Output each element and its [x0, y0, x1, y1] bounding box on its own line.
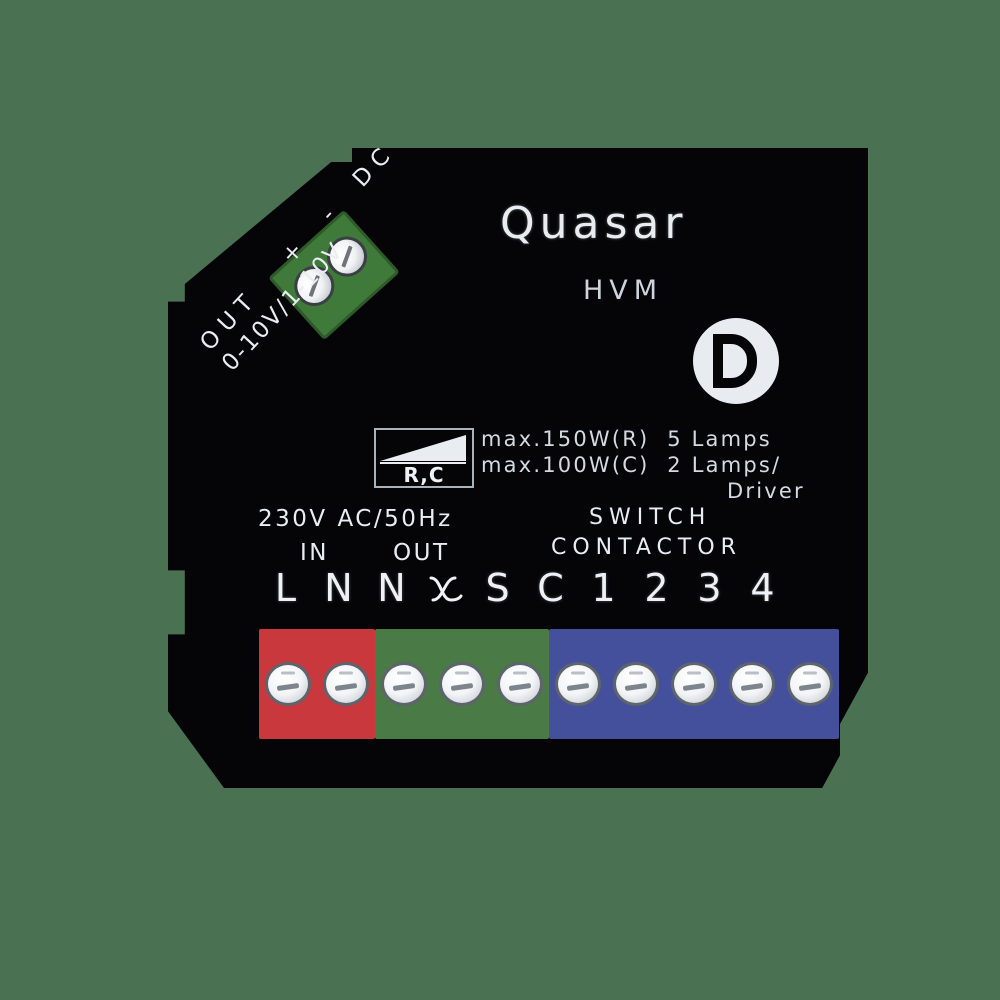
- terminal-label-L: L: [274, 566, 297, 610]
- spec-line-3: Driver: [727, 479, 805, 503]
- terminal-label-N: N: [377, 566, 406, 610]
- d-logo: [693, 318, 779, 404]
- terminal-label-C: C: [537, 566, 564, 610]
- terminal-screw[interactable]: [265, 662, 311, 706]
- terminal-screw[interactable]: [439, 662, 485, 706]
- brand-name: Quasar: [500, 198, 688, 249]
- mains-in-label: IN: [300, 540, 329, 566]
- terminal-screw[interactable]: [729, 662, 775, 706]
- terminal-label-S: S: [485, 566, 510, 610]
- spec-load-c: max.100W(C): [481, 453, 650, 477]
- switch-contactor-block[interactable]: [549, 629, 839, 739]
- terminal-label-N: N: [324, 566, 353, 610]
- terminal-label-1: 1: [591, 566, 616, 610]
- dimming-ramp-icon: [380, 435, 466, 461]
- contactor-label: CONTACTOR: [551, 535, 742, 560]
- terminal-label-2: 2: [644, 566, 669, 610]
- model-name: HVM: [583, 275, 664, 306]
- mains-rating-label: 230V AC/50Hz: [258, 506, 453, 532]
- d-logo-bowl: [713, 334, 757, 388]
- spec-lamps-r: 5 Lamps: [667, 427, 772, 451]
- mains-out-label: OUT: [393, 540, 450, 566]
- terminal-strip: [259, 629, 839, 739]
- terminal-label-4: 4: [750, 566, 775, 610]
- mains-in-block[interactable]: [259, 629, 375, 739]
- spec-lamps-c: 2 Lamps/: [667, 453, 782, 477]
- terminal-label-3: 3: [697, 566, 722, 610]
- dimming-baseline: [380, 462, 466, 464]
- rc-dimming-icon: R,C: [374, 428, 474, 488]
- rc-dimming-label: R,C: [403, 463, 445, 487]
- terminal-screw[interactable]: [671, 662, 717, 706]
- terminal-screw[interactable]: [381, 662, 427, 706]
- spec-load-r: max.150W(R): [481, 427, 650, 451]
- switch-label: SWITCH: [589, 505, 712, 530]
- spec-line-1: max.150W(R) 5 Lamps: [481, 427, 772, 451]
- terminal-screw[interactable]: [555, 662, 601, 706]
- load-symbol-icon: [418, 566, 471, 608]
- terminal-screw[interactable]: [497, 662, 543, 706]
- mains-out-block[interactable]: [375, 629, 549, 739]
- terminal-screw[interactable]: [323, 662, 369, 706]
- device-top-notch: [300, 148, 352, 162]
- terminal-screw[interactable]: [787, 662, 833, 706]
- spec-line-2: max.100W(C) 2 Lamps/: [481, 453, 781, 477]
- terminal-screw[interactable]: [613, 662, 659, 706]
